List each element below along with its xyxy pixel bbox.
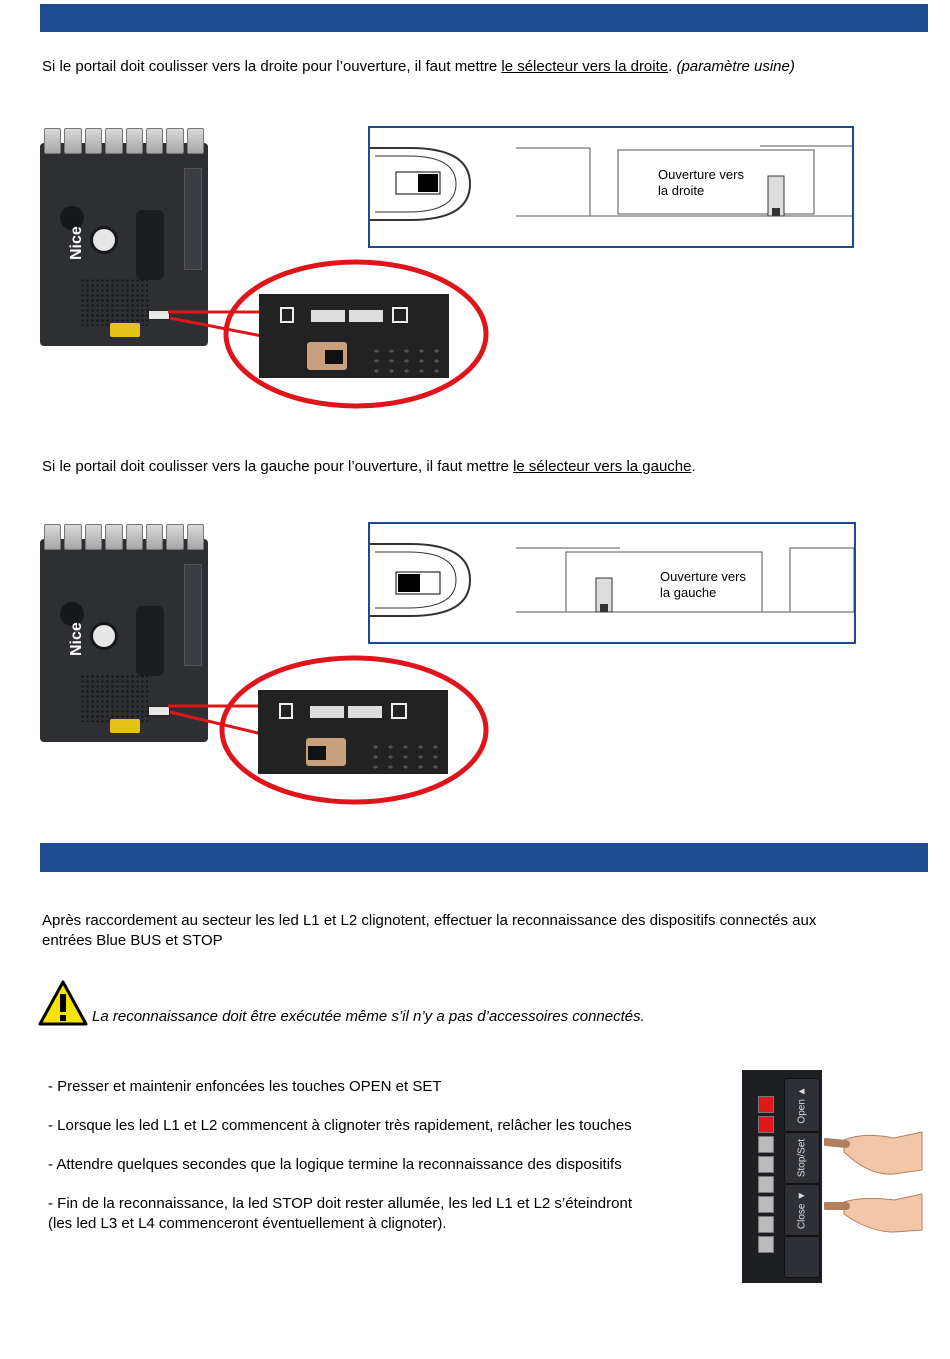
step-4: - Fin de la reconnaissance, la led STOP … [48, 1194, 632, 1234]
text: commencent à clignoter très rapidement, … [217, 1117, 632, 1134]
led-ref: L1 [163, 1117, 180, 1134]
board-logo: Nice [68, 226, 85, 260]
led-ref: L2 [340, 912, 358, 929]
warning-text: La reconnaissance doit être exécutée mêm… [92, 1008, 645, 1025]
text: Après raccordement au secteur les led [42, 912, 303, 929]
text: Si le portail doit coulisser vers la dro… [42, 58, 502, 75]
selector-zoom-photo-right [259, 294, 449, 378]
text: clignotent, effectuer la reconnaissance … [357, 912, 817, 929]
section-header-band [40, 843, 928, 872]
control-board-photo: Nice [40, 524, 208, 742]
selector-zoom-photo-left [258, 690, 448, 774]
section-header-band [40, 4, 928, 32]
text: et [391, 1078, 413, 1095]
intro-paragraph: Après raccordement au secteur les led L1… [42, 911, 816, 951]
led-ref: L1 [496, 1195, 513, 1212]
led-ref: L3 [100, 1215, 118, 1232]
led-column [756, 1076, 774, 1276]
text: - Fin de la reconnaissance, la led [48, 1195, 273, 1212]
blank-button [784, 1236, 820, 1278]
led-ref: L2 [200, 1117, 218, 1134]
led-ref: STOP [272, 1195, 313, 1212]
text: et [319, 912, 341, 929]
keypad-photo: Open ▲ Stop/Set Close ▼ [742, 1070, 822, 1283]
open-button: Open ▲ [784, 1078, 820, 1132]
text: entrées Blue BUS et STOP [42, 932, 223, 949]
selector-switch [148, 310, 170, 320]
led-ref: L1 [302, 912, 320, 929]
gate-diagram-left: Ouverture vers la gauche [368, 522, 856, 644]
close-button: Close ▼ [784, 1184, 820, 1236]
text: . [691, 458, 696, 475]
step-3: - Attendre quelques secondes que la logi… [48, 1156, 622, 1173]
diagram-label: Ouverture vers la droite [658, 167, 744, 198]
led-l5 [758, 1176, 774, 1193]
text: commenceront éventuellement à clignoter)… [154, 1215, 447, 1232]
diagram-label: Ouverture vers la gauche [660, 569, 746, 600]
instruction-left: Si le portail doit coulisser vers la gau… [42, 457, 696, 477]
step-2: - Lorsque les led L1 et L2 commencent à … [48, 1116, 632, 1136]
text: et [512, 1195, 534, 1212]
hand-pressing-icon [824, 1131, 923, 1233]
selector-switch [148, 706, 170, 716]
text: - Lorsque les led [48, 1117, 164, 1134]
key-ref: SET [412, 1078, 442, 1095]
text: et [179, 1117, 201, 1134]
text: doit rester allumée, les led [312, 1195, 497, 1212]
led-l7 [758, 1216, 774, 1233]
led-l8 [758, 1236, 774, 1253]
gate-diagram-right: Ouverture vers la droite [368, 126, 854, 248]
led-ref: L2 [533, 1195, 551, 1212]
text: . [668, 58, 677, 75]
led-l2 [758, 1116, 774, 1133]
led-l3 [758, 1136, 774, 1153]
text: et [117, 1215, 139, 1232]
led-l6 [758, 1196, 774, 1213]
factory-setting-note: (paramètre usine) [676, 58, 795, 75]
text: - Presser et maintenir enfoncées les tou… [48, 1078, 349, 1095]
control-board-photo: Nice [40, 128, 208, 346]
led-l1 [758, 1096, 774, 1113]
instruction-right: Si le portail doit coulisser vers la dro… [42, 57, 795, 77]
text: s’éteindront [550, 1195, 632, 1212]
led-ref: L4 [138, 1215, 155, 1232]
emphasis-underlined: le sélecteur vers la gauche [513, 458, 692, 475]
text: (les led [48, 1215, 101, 1232]
key-ref: OPEN [348, 1078, 392, 1095]
step-1: - Presser et maintenir enfoncées les tou… [48, 1077, 442, 1097]
text: Si le portail doit coulisser vers la gau… [42, 458, 514, 475]
warning-icon [38, 980, 88, 1026]
stop-set-button: Stop/Set [784, 1132, 820, 1184]
led-l4 [758, 1156, 774, 1173]
emphasis-underlined: le sélecteur vers la droite [501, 58, 669, 75]
board-logo: Nice [68, 622, 85, 656]
